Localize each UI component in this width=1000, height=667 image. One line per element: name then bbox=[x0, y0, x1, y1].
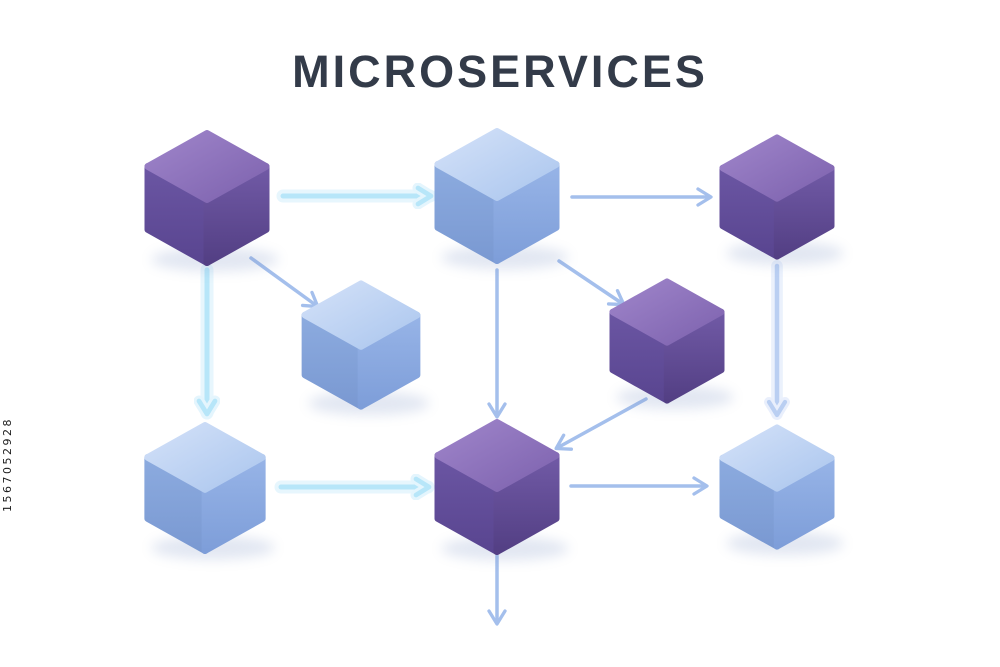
cube-service-1 bbox=[144, 130, 279, 272]
cube-service-3 bbox=[719, 134, 844, 266]
stock-id-watermark: 1567052928 bbox=[1, 417, 14, 512]
cube-top-face bbox=[301, 280, 421, 350]
cube-service-4 bbox=[301, 280, 430, 416]
cube-top-face bbox=[609, 278, 725, 346]
cube-service-7 bbox=[434, 419, 569, 561]
cube-top-face bbox=[144, 422, 266, 493]
cube-top-face bbox=[434, 128, 560, 201]
cube-top-face bbox=[144, 130, 270, 203]
diagram-title: MICROSERVICES bbox=[292, 46, 708, 97]
cube-service-8 bbox=[719, 424, 844, 556]
cube-service-5 bbox=[609, 278, 734, 410]
cube-service-6 bbox=[144, 422, 275, 560]
cube-top-face bbox=[719, 134, 835, 202]
cube-service-2 bbox=[434, 128, 569, 270]
cube-top-face bbox=[719, 424, 835, 492]
cube-top-face bbox=[434, 419, 560, 492]
arrow-5-7 bbox=[554, 397, 648, 451]
nodes-layer bbox=[144, 128, 844, 561]
arrow-2-5 bbox=[557, 259, 626, 307]
edges-layer bbox=[207, 196, 790, 626]
